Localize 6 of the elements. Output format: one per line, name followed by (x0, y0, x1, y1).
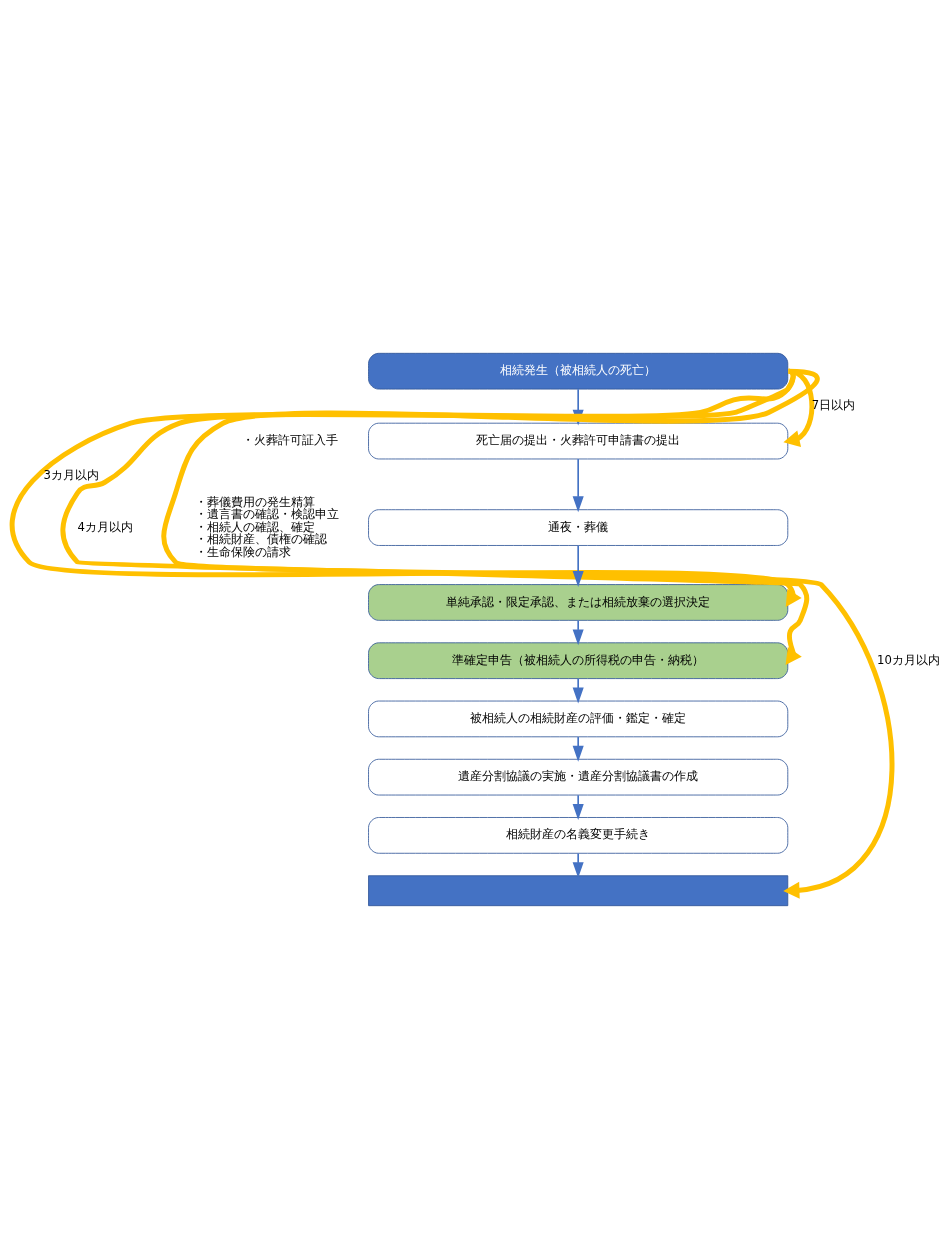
node-label: ・葬儀費用の発生精算 (194, 494, 315, 509)
edge-label: 4カ月以内 (77, 519, 133, 534)
edge-label: 3カ月以内 (43, 467, 99, 482)
edge-label: 10カ月以内 (877, 652, 940, 667)
node-label: ・火葬許可証入手 (241, 432, 338, 447)
node-label: ・生命保険の請求 (194, 544, 291, 559)
